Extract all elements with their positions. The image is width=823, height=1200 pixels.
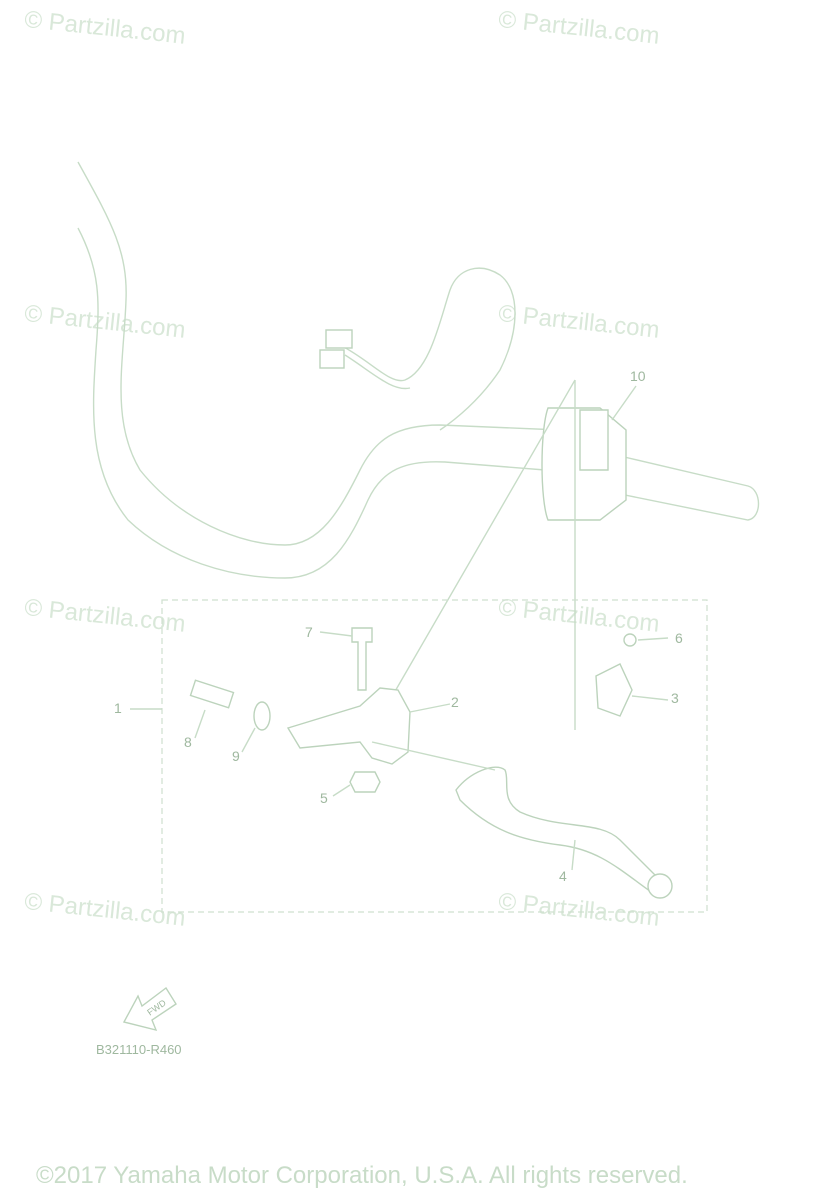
leader-line <box>319 631 353 637</box>
leader-line <box>611 385 637 421</box>
callout-number: 9 <box>232 748 240 764</box>
wire-harness <box>339 267 516 431</box>
leader-line <box>371 741 496 771</box>
wire-harness <box>344 354 411 390</box>
handlebar-outline <box>77 227 546 579</box>
callout-number: 1 <box>114 700 122 716</box>
leader-line <box>194 709 206 739</box>
callout-number: 3 <box>671 690 679 706</box>
lever-bracket <box>286 687 411 765</box>
screw <box>623 633 637 647</box>
leader-line <box>241 727 256 753</box>
leader-line <box>409 703 451 713</box>
nut <box>349 771 381 793</box>
diagram-code: B321110-R460 <box>96 1042 182 1057</box>
pivot-bolt <box>351 627 373 691</box>
washer <box>253 701 271 731</box>
callout-number: 6 <box>675 630 683 646</box>
switch-housing-band <box>579 409 609 471</box>
callout-number: 5 <box>320 790 328 806</box>
leader-line <box>637 637 669 641</box>
callout-number: 8 <box>184 734 192 750</box>
copyright-notice: ©2017 Yamaha Motor Corporation, U.S.A. A… <box>36 1162 688 1189</box>
clutch-lever <box>455 766 668 896</box>
leader-line <box>389 379 576 701</box>
callout-number: 7 <box>305 624 313 640</box>
adjuster-bolt <box>189 679 235 709</box>
lever-holder <box>595 663 633 717</box>
connector <box>325 329 353 349</box>
leader-line <box>332 784 351 797</box>
connector <box>319 349 345 369</box>
leader-line <box>571 839 576 871</box>
leader-line <box>631 695 669 701</box>
handlebar-outline <box>77 161 561 546</box>
kit-boundary <box>161 599 708 913</box>
callout-number: 2 <box>451 694 459 710</box>
handlebar-end <box>619 455 760 521</box>
callout-number: 4 <box>559 868 567 884</box>
lever-ball-end <box>647 873 673 899</box>
callout-number: 10 <box>630 368 646 384</box>
fwd-arrow-icon <box>122 986 177 1032</box>
